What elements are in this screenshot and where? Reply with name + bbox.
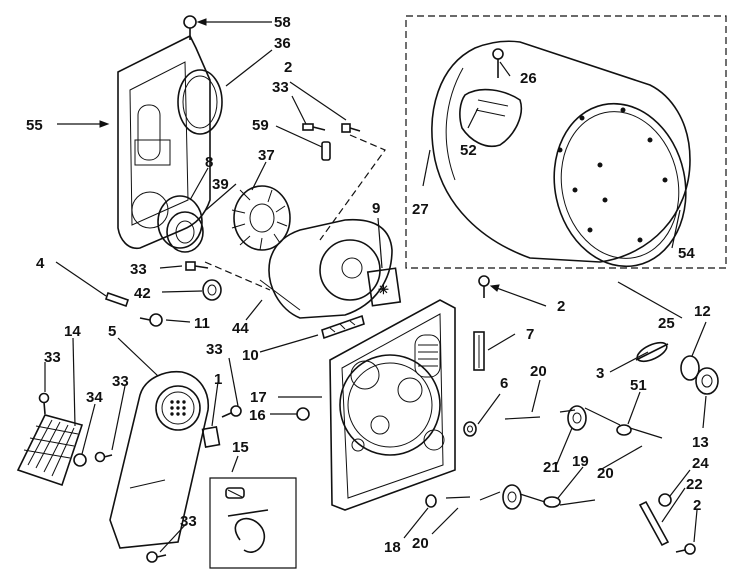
- callout-36: 36: [274, 35, 291, 52]
- callout-33-panel: 33: [112, 373, 129, 390]
- roller-bracket-22: [638, 500, 670, 547]
- callout-16: 16: [249, 407, 266, 424]
- roller-spring-51: [616, 424, 632, 436]
- callout-1: 1: [214, 371, 222, 388]
- dryer-drum: [431, 40, 691, 268]
- callout-8: 8: [205, 154, 213, 171]
- callout-12: 12: [694, 303, 711, 320]
- callout-2-top: 2: [284, 59, 292, 76]
- callout-5: 5: [108, 323, 116, 340]
- callout-19: 19: [572, 453, 589, 470]
- callout-13: 13: [692, 434, 709, 451]
- door-switch: [201, 425, 221, 449]
- lint-grille: [16, 414, 84, 487]
- callout-22: 22: [686, 476, 703, 493]
- roller-wheel-20-lower: [502, 484, 522, 510]
- callout-10: 10: [242, 347, 259, 364]
- bracket-4: [104, 291, 130, 308]
- roller-3: [635, 341, 669, 363]
- callout-4: 4: [36, 255, 45, 272]
- callout-33-bottom: 33: [180, 513, 197, 530]
- front-bulkhead: [329, 299, 456, 511]
- callout-11: 11: [194, 315, 210, 332]
- callout-labels: 58 36 2 33 55 59 37 8 39 9 26 52 27 54 4…: [26, 14, 711, 556]
- roller-18: [425, 494, 437, 508]
- callout-59: 59: [252, 117, 269, 134]
- screw-34: [73, 453, 87, 467]
- callout-24: 24: [692, 455, 709, 472]
- drum-glide: [321, 314, 365, 340]
- lint-screen-mesh: [170, 400, 186, 416]
- callout-52: 52: [460, 142, 477, 159]
- blower-impeller: [231, 185, 291, 251]
- callout-9: 9: [372, 200, 380, 217]
- duct-seal: [177, 69, 223, 135]
- motor-bolt: [302, 123, 361, 161]
- screw-2-bracket: [675, 543, 696, 555]
- screw-33-grille: [38, 392, 50, 415]
- idler-pulley-42: [202, 279, 222, 301]
- callout-51: 51: [630, 377, 647, 394]
- screw-33-panel: [94, 451, 113, 463]
- callout-33-mid: 33: [130, 261, 147, 278]
- top-screw: [183, 15, 197, 40]
- thermal-fuse: [366, 267, 402, 307]
- screw-33-bottom: [146, 551, 167, 563]
- bearing-housing: [157, 195, 204, 253]
- callout-33-switch: 33: [206, 341, 223, 358]
- callout-55: 55: [26, 117, 43, 134]
- roller-wheel-13: [695, 367, 719, 395]
- drum-holes: [557, 107, 668, 243]
- belt-route: [204, 134, 386, 291]
- callout-27: 27: [412, 201, 429, 218]
- nut-16: [296, 407, 310, 421]
- callout-33-top: 33: [272, 79, 289, 96]
- callout-15: 15: [232, 439, 249, 456]
- screw-11: [139, 313, 163, 327]
- callout-58: 58: [274, 14, 291, 31]
- front-panel-duct: [109, 370, 209, 549]
- roller-wheel-21: [567, 405, 587, 431]
- callout-6: 6: [500, 375, 508, 392]
- callout-3: 3: [596, 365, 604, 382]
- callout-2-bottom: 2: [693, 497, 701, 514]
- callout-39: 39: [212, 176, 229, 193]
- screw-33-switch: [221, 405, 242, 418]
- fuse-symbol: ✳: [378, 282, 389, 297]
- drum-assembly-dashed-box: [405, 15, 727, 269]
- leader-lines: [44, 18, 707, 553]
- screw-2-bulkhead: [478, 275, 490, 298]
- callout-18: 18: [384, 539, 401, 556]
- callout-34: 34: [86, 389, 103, 406]
- callout-14: 14: [64, 323, 81, 340]
- drum-baffle: [459, 88, 522, 147]
- callout-7: 7: [526, 326, 534, 343]
- callout-20-middle: 20: [597, 465, 614, 482]
- callout-20-lower: 20: [412, 535, 429, 552]
- screw-33-left: [185, 261, 209, 271]
- callout-54: 54: [678, 245, 695, 262]
- callout-20-upper: 20: [530, 363, 547, 380]
- hardware-kit-contents: [225, 487, 269, 553]
- callout-42: 42: [134, 285, 151, 302]
- callout-26: 26: [520, 70, 537, 87]
- callout-17: 17: [250, 389, 267, 406]
- bulkhead-bracket: [473, 331, 485, 371]
- baffle-screw: [492, 48, 504, 78]
- callout-25: 25: [658, 315, 675, 332]
- callout-44: 44: [232, 320, 249, 337]
- drum-roller-12: [680, 355, 700, 381]
- roller-spring-19: [543, 496, 561, 508]
- blower-housing: [268, 218, 393, 319]
- roller-shaft-lines: [445, 407, 663, 506]
- callout-2-right: 2: [557, 298, 565, 315]
- roller-24: [658, 493, 672, 507]
- callout-33-grille: 33: [44, 349, 61, 366]
- callout-21: 21: [543, 459, 560, 476]
- hardware-kit-box: [209, 477, 297, 569]
- rear-panel-duct: [117, 34, 211, 250]
- callout-37: 37: [258, 147, 275, 164]
- bearing-6: [463, 421, 477, 437]
